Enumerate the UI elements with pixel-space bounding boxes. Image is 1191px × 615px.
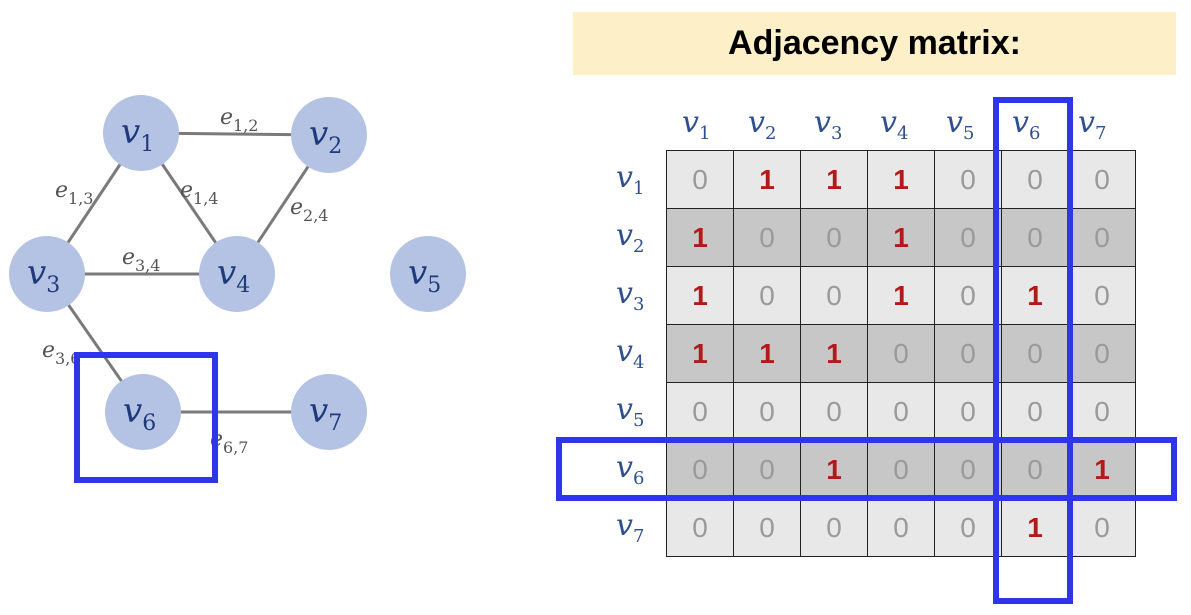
matrix-cell-v3-v6: 1 [1001, 266, 1069, 325]
node-v6-highlight-box [74, 352, 218, 483]
matrix-cell-v2-v2: 0 [733, 208, 801, 267]
edge-label-v1-v2: e1,2 [220, 105, 258, 135]
matrix-cell-v5-v4: 0 [867, 382, 935, 441]
edge-label-v3-v4: e3,4 [122, 245, 160, 275]
matrix-cell-v6-v5: 0 [934, 440, 1002, 499]
node-label-v6: v6 [123, 391, 156, 436]
matrix-cell-v6-v4: 0 [867, 440, 935, 499]
nodes-layer: v1 v2 v3 v4 v5 v6 v7 [9, 95, 466, 450]
matrix-cell-v5-v2: 0 [733, 382, 801, 441]
matrix-cell-v7-v3: 0 [800, 498, 868, 557]
matrix-cell-v4-v1: 1 [666, 324, 734, 383]
matrix-cell-v3-v7: 0 [1068, 266, 1136, 325]
matrix-cell-v4-v4: 0 [867, 324, 935, 383]
matrix-cell-v3-v3: 0 [800, 266, 868, 325]
edge-label-v1-v3: e1,3 [55, 178, 93, 208]
matrix-cell-v4-v7: 0 [1068, 324, 1136, 383]
matrix-cell-v1-v6: 0 [1001, 150, 1069, 209]
matrix-cell-v3-v5: 0 [934, 266, 1002, 325]
matrix-cell-v5-v1: 0 [666, 382, 734, 441]
matrix-cell-v2-v3: 0 [800, 208, 868, 267]
matrix-cell-v6-v1: 0 [666, 440, 734, 499]
matrix-cell-v2-v5: 0 [934, 208, 1002, 267]
node-label-v7: v7 [309, 391, 342, 436]
node-v5 [390, 236, 466, 312]
row-header-v3: v3 [616, 276, 645, 315]
matrix-cell-v2-v4: 1 [867, 208, 935, 267]
matrix-cell-v2-v1: 1 [666, 208, 734, 267]
matrix-cell-v7-v6: 1 [1001, 498, 1069, 557]
edge-label-v1-v4: e1,4 [180, 178, 218, 208]
matrix-cell-v3-v2: 0 [733, 266, 801, 325]
matrix-cell-v5-v3: 0 [800, 382, 868, 441]
node-label-v3: v3 [27, 253, 60, 298]
matrix-cell-v1-v4: 1 [867, 150, 935, 209]
matrix-cell-v7-v2: 0 [733, 498, 801, 557]
row-header-v1: v1 [616, 160, 645, 199]
column-header-v7: v7 [1078, 105, 1107, 144]
node-v2 [291, 97, 367, 173]
matrix-cell-v2-v6: 0 [1001, 208, 1069, 267]
matrix-cell-v5-v6: 0 [1001, 382, 1069, 441]
node-label-v2: v2 [309, 114, 342, 159]
matrix-cell-v6-v3: 1 [800, 440, 868, 499]
matrix-cell-v4-v5: 0 [934, 324, 1002, 383]
matrix-cell-v7-v7: 0 [1068, 498, 1136, 557]
column-header-v3: v3 [814, 105, 843, 144]
column-header-v5: v5 [946, 105, 975, 144]
column-header-v1: v1 [682, 105, 711, 144]
matrix-cell-v5-v5: 0 [934, 382, 1002, 441]
matrix-cell-v1-v2: 1 [733, 150, 801, 209]
matrix-cell-v7-v1: 0 [666, 498, 734, 557]
matrix-cell-v4-v3: 1 [800, 324, 868, 383]
column-header-v6: v6 [1012, 105, 1041, 144]
row-header-v5: v5 [616, 392, 645, 431]
node-v4 [199, 236, 275, 312]
node-v6 [105, 374, 181, 450]
node-v3 [9, 236, 85, 312]
column-header-v2: v2 [748, 105, 777, 144]
adjacency-matrix-title: Adjacency matrix: [573, 12, 1176, 75]
matrix-cell-v4-v6: 0 [1001, 324, 1069, 383]
matrix-cell-v5-v7: 0 [1068, 382, 1136, 441]
matrix-cell-v3-v4: 1 [867, 266, 935, 325]
matrix-cell-v6-v2: 0 [733, 440, 801, 499]
matrix-cell-v6-v6: 0 [1001, 440, 1069, 499]
row-header-v7: v7 [616, 508, 645, 547]
matrix-cell-v6-v7: 1 [1068, 440, 1136, 499]
node-label-v4: v4 [217, 253, 250, 298]
edge-label-v2-v4: e2,4 [290, 195, 328, 225]
node-label-v5: v5 [408, 253, 441, 298]
matrix-cell-v7-v5: 0 [934, 498, 1002, 557]
row-header-v2: v2 [616, 218, 645, 257]
node-v7 [291, 374, 367, 450]
matrix-cell-v4-v2: 1 [733, 324, 801, 383]
matrix-cell-v1-v7: 0 [1068, 150, 1136, 209]
node-v1 [103, 95, 179, 171]
matrix-cell-v1-v3: 1 [800, 150, 868, 209]
matrix-cell-v7-v4: 0 [867, 498, 935, 557]
row-header-v4: v4 [616, 334, 645, 373]
matrix-cell-v1-v1: 0 [666, 150, 734, 209]
column-header-v4: v4 [880, 105, 909, 144]
matrix-cell-v1-v5: 0 [934, 150, 1002, 209]
node-label-v1: v1 [121, 112, 154, 157]
matrix-cell-v2-v7: 0 [1068, 208, 1136, 267]
row-header-v6: v6 [616, 450, 645, 489]
matrix-cell-v3-v1: 1 [666, 266, 734, 325]
